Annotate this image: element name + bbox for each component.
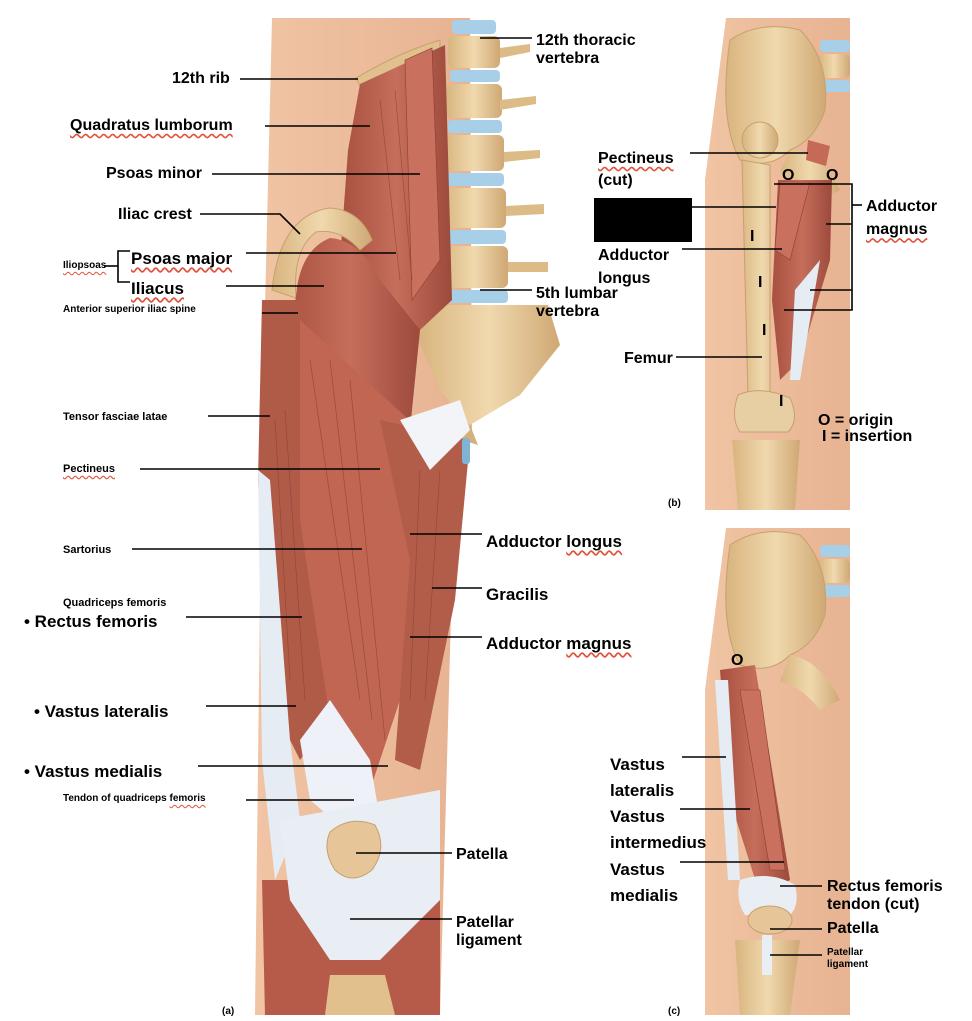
panel-c-figure xyxy=(705,528,850,1015)
panel-c-label: (c) xyxy=(668,1006,681,1017)
label-patellar-ligament-a-line1: Patellar xyxy=(456,914,514,931)
label-5th-lumbar-line1: 5th lumbar xyxy=(536,285,618,302)
panel-a-figure xyxy=(255,18,560,1015)
panel-a-label: (a) xyxy=(222,1006,235,1017)
label-vastus-intermedius-c: Vastus intermedius xyxy=(610,804,706,856)
label-quadriceps-femoris: Quadriceps femoris xyxy=(63,597,167,609)
label-iliac-crest: Iliac crest xyxy=(118,206,192,223)
label-adductor-magnus-b: Adductor magnus xyxy=(866,198,937,240)
panel-b-figure xyxy=(705,18,850,510)
label-vastus-medialis-c-line1: Vastus xyxy=(610,860,665,879)
label-vastus-medialis: • Vastus medialis xyxy=(24,762,163,781)
label-patellar-ligament-c-line2: ligament xyxy=(827,958,869,970)
label-psoas-major: Psoas major xyxy=(131,249,233,268)
panel-b-label: (b) xyxy=(668,498,681,509)
label-anterior-superior-iliac-spine: Anterior superior iliac spine xyxy=(63,304,196,315)
legend-origin: O = origin xyxy=(818,412,894,429)
label-adductor-longus-b-line2: longus xyxy=(598,270,651,288)
redaction-box xyxy=(594,198,692,242)
marker-origin-c: O xyxy=(731,652,744,669)
marker-insertion-2: I xyxy=(758,274,763,291)
label-rectus-femoris-tendon-c-line1: Rectus femoris xyxy=(827,878,943,895)
label-vastus-lateralis: • Vastus lateralis xyxy=(34,702,169,721)
label-patellar-ligament-a-line2: ligament xyxy=(456,932,522,950)
label-12th-thoracic-line2: vertebra xyxy=(536,50,600,68)
label-tendon-of-quadriceps-femoris: femoris xyxy=(169,793,206,804)
label-12th-thoracic-line1: 12th thoracic xyxy=(536,32,636,49)
label-vastus-medialis-c-line2: medialis xyxy=(610,886,679,905)
marker-insertion-1: I xyxy=(750,228,755,245)
label-12th-rib: 12th rib xyxy=(172,70,230,87)
label-psoas-minor: Psoas minor xyxy=(106,165,203,182)
label-adductor-magnus-b-line2: magnus xyxy=(866,221,928,239)
label-iliopsoas: Iliopsoas xyxy=(63,260,107,271)
label-rectus-femoris-tendon-c-line2: tendon (cut) xyxy=(827,896,920,914)
label-adductor-longus: Adductor longus xyxy=(486,532,622,551)
marker-insertion-3: I xyxy=(762,322,767,339)
label-adductor-magnus-b-line1: Adductor xyxy=(866,198,938,215)
label-adductor-magnus: Adductor magnus xyxy=(486,634,632,653)
label-adductor-longus-word: longus xyxy=(566,532,622,551)
leader-lines xyxy=(104,37,862,956)
label-gracilis: Gracilis xyxy=(486,585,549,604)
label-pectineus-b: Pectineus xyxy=(598,150,674,167)
label-tendon-of-quadriceps-text: Tendon of quadriceps xyxy=(63,793,170,804)
marker-insertion-4: I xyxy=(779,393,784,410)
label-vastus-medialis-c: Vastus medialis xyxy=(610,857,678,909)
label-tendon-of-quadriceps: Tendon of quadriceps femoris xyxy=(63,793,206,805)
label-vastus-intermedius-c-line1: Vastus xyxy=(610,807,665,826)
label-tensor-fasciae-latae: Tensor fasciae latae xyxy=(63,411,168,423)
label-patella-c: Patella xyxy=(827,920,879,937)
label-adductor-longus-b: Adductor longus xyxy=(598,247,669,289)
label-vastus-lateralis-c-line2: lateralis xyxy=(610,781,675,800)
marker-origin-2: O xyxy=(826,167,839,184)
label-iliacus: Iliacus xyxy=(131,279,184,298)
label-adductor-longus-b-line1: Adductor xyxy=(598,247,670,264)
label-pectineus: Pectineus xyxy=(63,463,115,475)
vertebral-column xyxy=(418,20,560,445)
label-5th-lumbar-line2: vertebra xyxy=(536,303,600,321)
label-patella-a: Patella xyxy=(456,846,508,863)
label-cut-b: (cut) xyxy=(598,172,633,189)
legend-insertion: I = insertion xyxy=(822,428,913,445)
label-sartorius: Sartorius xyxy=(63,544,112,556)
label-vastus-intermedius-c-line2: intermedius xyxy=(610,833,707,852)
label-vastus-lateralis-c-line1: Vastus xyxy=(610,755,665,774)
marker-origin-1: O xyxy=(782,167,795,184)
label-vastus-lateralis-c: Vastus lateralis xyxy=(610,752,674,804)
label-adductor-magnus-word: magnus xyxy=(566,634,632,653)
label-quadratus-lumborum: Quadratus lumborum xyxy=(70,117,233,134)
label-femur: Femur xyxy=(624,350,673,367)
label-patellar-ligament-c-line1: Patellar xyxy=(827,947,864,958)
label-rectus-femoris: • Rectus femoris xyxy=(24,612,158,631)
